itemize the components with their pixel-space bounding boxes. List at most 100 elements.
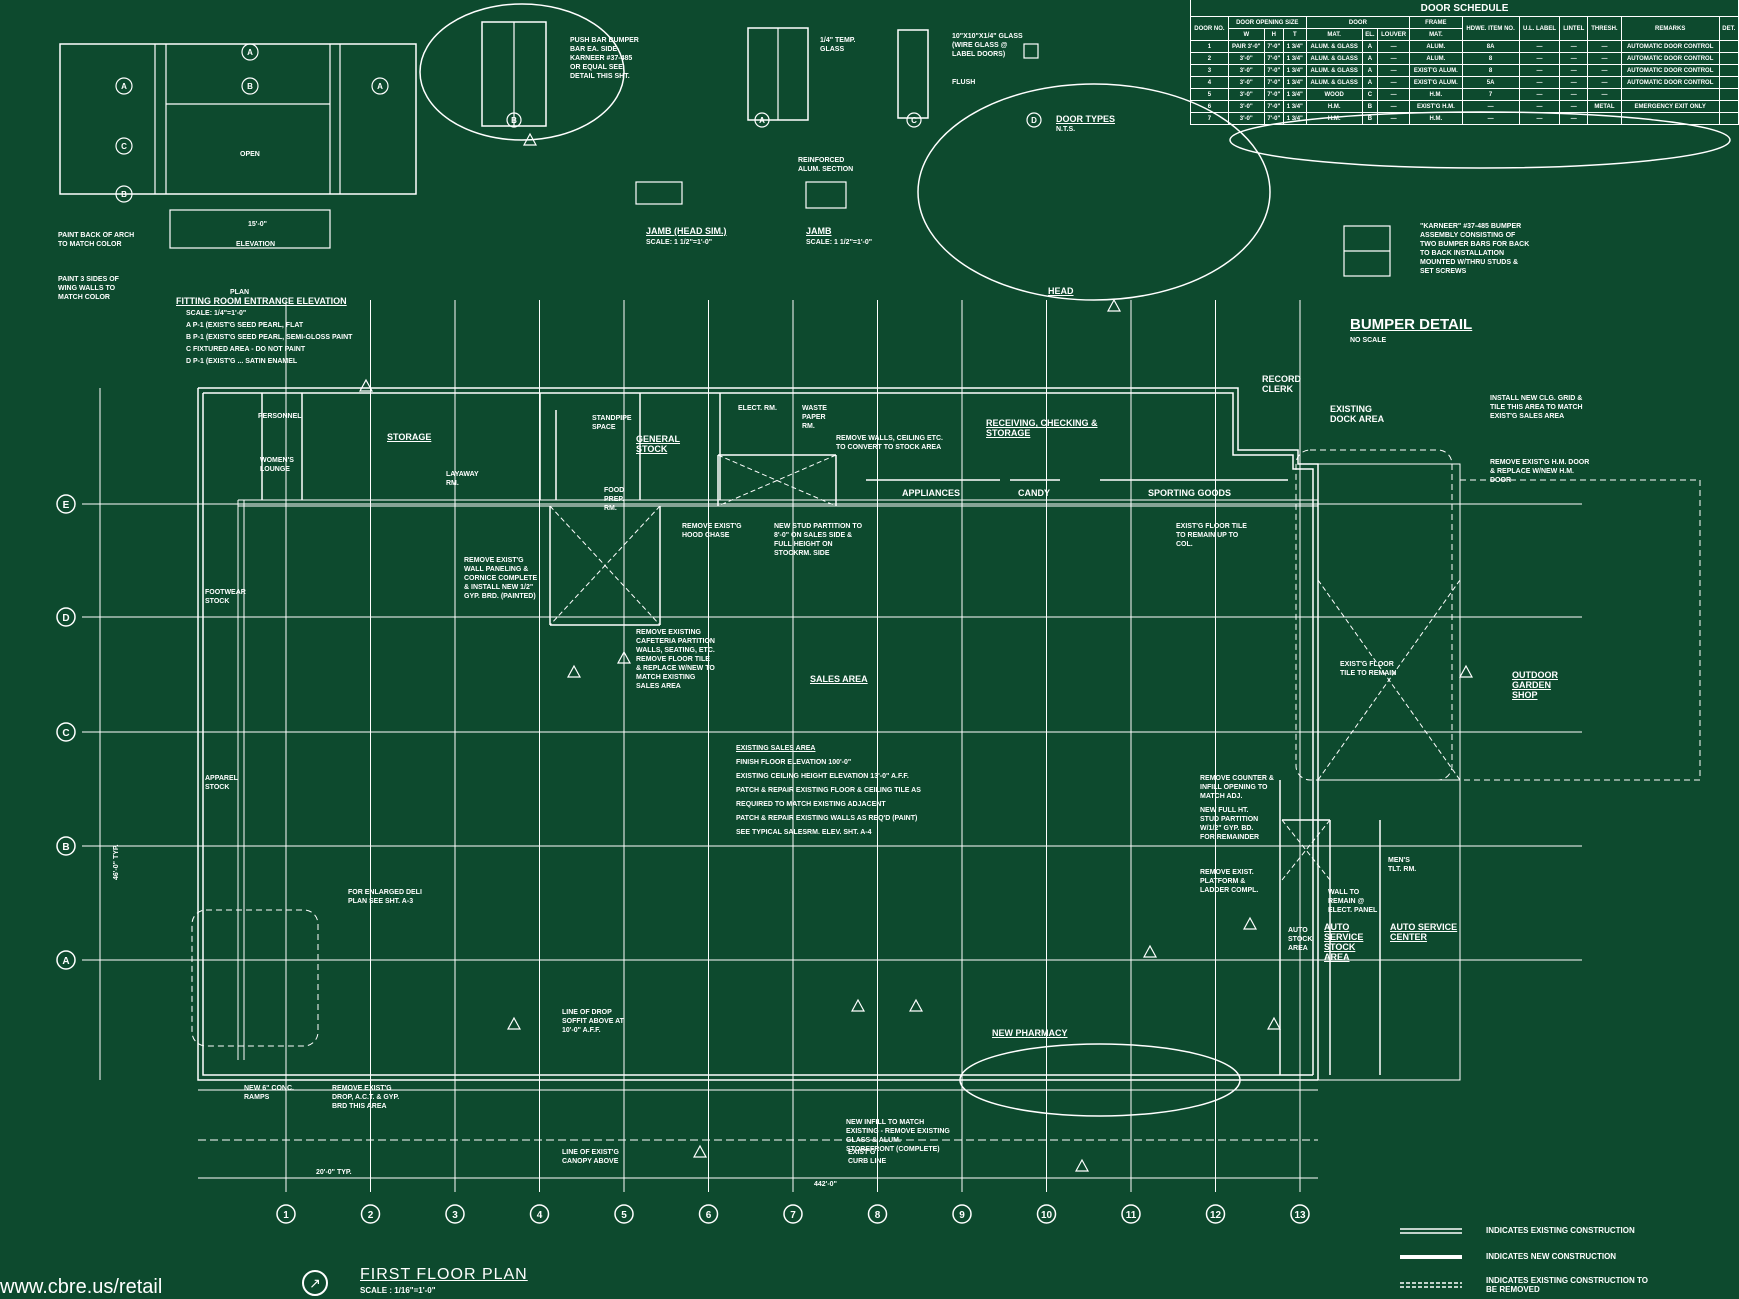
schedule-header: REMARKS	[1620, 16, 1720, 41]
grid-bubble-col: 13	[1290, 1204, 1310, 1224]
grid-bubble-circle	[1205, 1204, 1226, 1224]
schedule-cell: —	[1559, 88, 1589, 101]
schedule-cell: —	[1518, 112, 1561, 125]
remove-paneling-note: REMOVE EXIST'G WALL PANELING & CORNICE C…	[464, 557, 538, 600]
schedule-cell	[1587, 112, 1622, 125]
schedule-header: EL.	[1361, 28, 1379, 41]
schedule-cell: —	[1587, 40, 1622, 53]
schedule-cell: 1 3/4"	[1282, 64, 1307, 77]
wall-line	[197, 388, 1318, 1081]
schedule-cell: —	[1559, 112, 1589, 125]
schedule-cell	[1620, 88, 1720, 101]
schedule-cell: 3'-0"	[1227, 76, 1265, 89]
schedule-cell: ALUM. & GLASS	[1305, 52, 1363, 65]
grid-bubble-circle	[1121, 1204, 1141, 1224]
schedule-cell: 7	[1461, 88, 1520, 101]
wall-line	[1460, 479, 1701, 781]
remove-cafeteria-note: REMOVE EXISTING CAFETERIA PARTITION WALL…	[636, 629, 715, 690]
grid-bubble-row: C	[56, 722, 76, 742]
deli-callout-box	[191, 909, 319, 1047]
schedule-cell: 3'-0"	[1227, 88, 1265, 101]
schedule-cell	[1718, 52, 1739, 65]
schedule-cell: —	[1518, 52, 1561, 65]
schedule-cell: —	[1587, 88, 1622, 101]
new-storefront-note: NEW INFILL TO MATCH EXISTING - REMOVE EX…	[846, 1119, 950, 1153]
schedule-cell: 3'-0"	[1227, 112, 1265, 125]
dim-15: 15'-0"	[248, 221, 267, 228]
schedule-cell: 1 3/4"	[1282, 40, 1307, 53]
grid-bubble-row: E	[56, 494, 76, 514]
schedule-header: MAT.	[1305, 28, 1363, 41]
floor-tile-note: EXIST'G FLOOR TILE TO REMAIN UP TO COL.	[1176, 523, 1247, 548]
grid-bubble-label: D	[62, 613, 69, 624]
grid-bubble-circle	[56, 607, 76, 627]
fitting-room-legend-item: C FIXTURED AREA - DO NOT PAINT	[186, 346, 306, 353]
schedule-header: HDWE. ITEM NO.	[1461, 16, 1520, 41]
room-candy: CANDY	[1018, 488, 1051, 498]
dim-46: 46'-0" TYP.	[113, 844, 120, 880]
schedule-cell: 7'-0"	[1263, 64, 1284, 77]
grid-bubble-label: 1	[283, 1210, 289, 1221]
jamb-title: JAMB	[806, 226, 832, 236]
grid-bubble-label: 8	[875, 1210, 881, 1221]
door-type-label: A	[759, 116, 765, 125]
callout-bubble	[371, 77, 389, 95]
schedule-header: THRESH.	[1587, 16, 1622, 41]
schedule-header: MAT.	[1409, 28, 1463, 41]
schedule-cell: —	[1559, 40, 1589, 53]
line-of-drop-note: LINE OF DROP SOFFIT ABOVE AT 10'-0" A.F.…	[562, 1009, 624, 1034]
grid-bubble-circle	[445, 1204, 465, 1224]
footer-url[interactable]: www.cbre.us/retail	[0, 1276, 163, 1298]
grid-bubble-label: 3	[452, 1210, 458, 1221]
room-outdoor-garden: OUTDOOR GARDEN SHOP	[1512, 670, 1558, 700]
schedule-cell: C	[1361, 88, 1379, 101]
grid-bubble-label: E	[63, 500, 70, 511]
grid-bubble-label: B	[62, 842, 69, 853]
existing-floor-tile-note: EXIST'G FLOOR TILE TO REMAIN	[1340, 661, 1397, 677]
deli-note: FOR ENLARGED DELI PLAN SEE SHT. A-3	[348, 889, 422, 905]
schedule-cell: 1 3/4"	[1282, 76, 1307, 89]
schedule-cell: 7'-0"	[1263, 88, 1284, 101]
room-footwear-stock: FOOTWEAR STOCK	[205, 589, 246, 605]
legend-removed: INDICATES EXISTING CONSTRUCTION TO BE RE…	[1400, 1276, 1656, 1294]
schedule-group-header: DOOR OPENING SIZE	[1227, 16, 1307, 29]
schedule-cell: 3	[1190, 64, 1229, 77]
door-type-label: B	[511, 116, 517, 125]
wall-line	[203, 392, 1314, 1075]
bumper-scale: NO SCALE	[1350, 337, 1387, 344]
grid-bubble-circle	[783, 1204, 803, 1224]
schedule-cell: —	[1518, 100, 1561, 113]
install-ceiling-note: INSTALL NEW CLG. GRID & TILE THIS AREA T…	[1490, 395, 1583, 420]
schedule-cell: ALUM.	[1409, 40, 1463, 53]
grid-bubble-col: 4	[529, 1204, 550, 1224]
wall-to-remain-note: WALL TO REMAIN @ ELECT. PANEL	[1328, 889, 1378, 914]
schedule-group-header: DOOR	[1305, 16, 1411, 29]
schedule-cell: 5	[1190, 88, 1229, 101]
fitting-room-elevation	[169, 209, 331, 249]
open-label: OPEN	[240, 151, 260, 158]
callout-bubble	[115, 137, 133, 155]
revision-delta-icon	[1266, 1016, 1282, 1030]
legend-text: INDICATES EXISTING CONSTRUCTION	[1486, 1226, 1635, 1235]
callout-label: A	[247, 48, 253, 57]
revision-cloud	[419, 3, 625, 141]
grid-bubble-col: 8	[867, 1204, 888, 1224]
removal-x-line	[1317, 579, 1461, 781]
remove-hood-note: REMOVE EXIST'G HOOD CHASE	[682, 523, 742, 539]
schedule-cell	[1718, 64, 1739, 77]
grid-bubble-col: 2	[360, 1204, 381, 1224]
grid-bubble-circle	[56, 494, 76, 514]
callout-label: A	[121, 82, 127, 91]
grid-bubble-circle	[276, 1204, 296, 1224]
schedule-cell: 4	[1190, 76, 1229, 89]
remove-door-note: REMOVE EXIST'G H.M. DOOR & REPLACE W/NEW…	[1490, 459, 1590, 484]
fitting-room-legend-item: B P-1 (EXIST'G SEED PEARL, SEMI-GLOSS PA…	[186, 334, 353, 341]
schedule-cell: ALUM. & GLASS	[1305, 40, 1363, 53]
paint-sides-note: PAINT 3 SIDES OF WING WALLS TO MATCH COL…	[58, 276, 119, 301]
